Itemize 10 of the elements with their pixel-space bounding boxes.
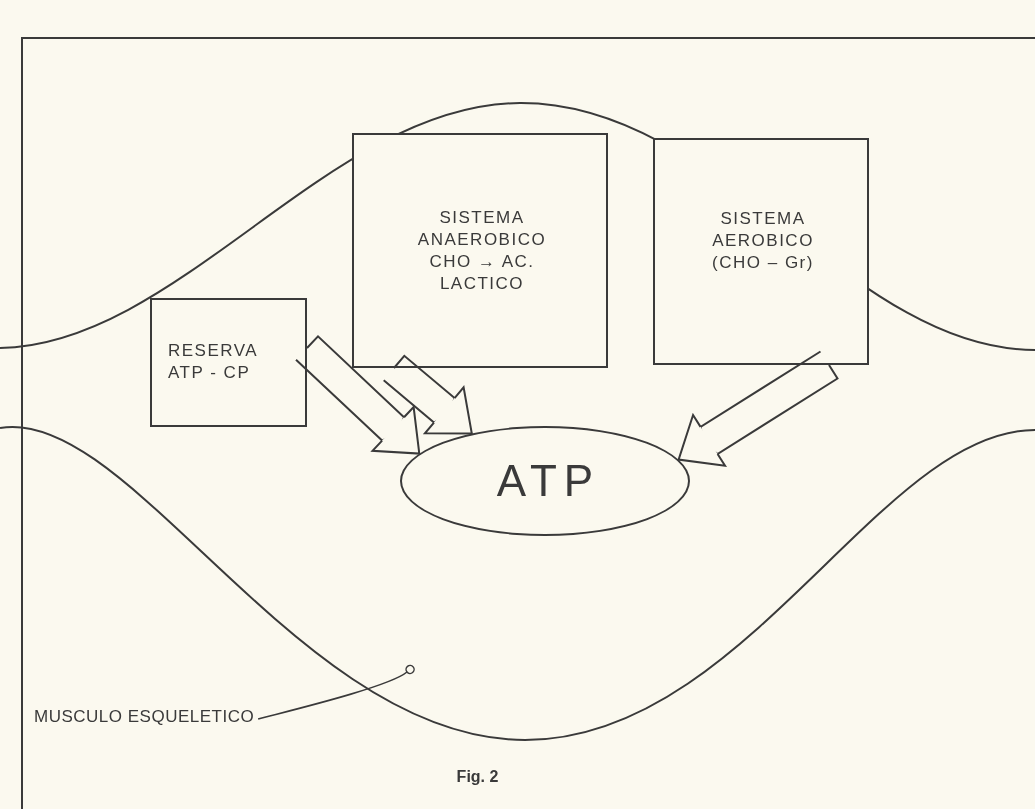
- box-text: SISTEMA ANAEROBICO CHO → AC. LACTICO: [416, 207, 548, 295]
- part-label: MUSCULO ESQUELETICO: [34, 707, 255, 727]
- callout-box: [653, 138, 869, 365]
- box-text: RESERVA ATP - CP: [168, 340, 259, 384]
- callout-box: [150, 298, 307, 427]
- callout-box: [352, 133, 608, 368]
- leader-line: [257, 665, 416, 720]
- box-text: SISTEMA AEROBICO (CHO – Gr): [711, 208, 815, 274]
- figure-caption: Fig. 2: [455, 768, 500, 786]
- node-label: ATP: [495, 456, 601, 506]
